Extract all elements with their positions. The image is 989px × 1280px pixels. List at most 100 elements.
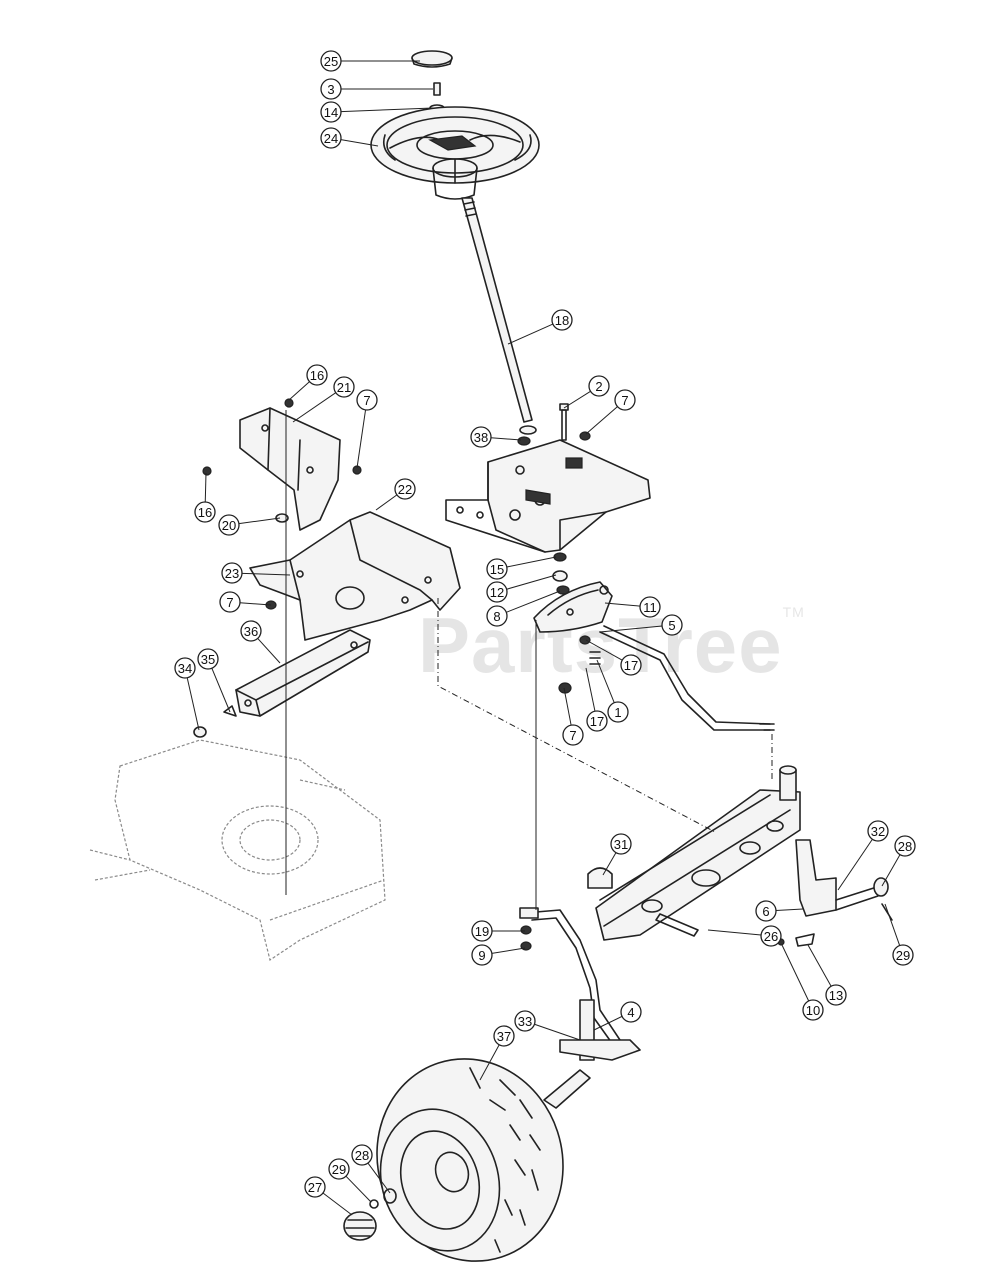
callout-number: 1 bbox=[614, 705, 621, 720]
leader-line-7 bbox=[239, 602, 272, 606]
callout-number: 7 bbox=[226, 595, 233, 610]
front-tire bbox=[376, 1058, 564, 1262]
callout-number: 7 bbox=[621, 393, 628, 408]
watermark-tm: TM bbox=[782, 604, 805, 620]
callout-14: 14 bbox=[320, 101, 342, 123]
callout-number: 18 bbox=[555, 313, 569, 328]
callout-circle bbox=[356, 389, 378, 411]
callout-circle bbox=[486, 558, 508, 580]
callout-29: 29 bbox=[328, 1158, 350, 1180]
callout-circle bbox=[221, 562, 243, 584]
callout-number: 4 bbox=[627, 1005, 634, 1020]
transmission-housing bbox=[89, 739, 386, 961]
callout-9: 9 bbox=[471, 944, 493, 966]
callout-18: 18 bbox=[551, 309, 573, 331]
callout-number: 17 bbox=[624, 658, 638, 673]
front-axle bbox=[595, 765, 801, 941]
callout-number: 34 bbox=[178, 661, 192, 676]
callout-22: 22 bbox=[394, 478, 416, 500]
leader-line-16 bbox=[204, 472, 207, 503]
leader-line-16 bbox=[288, 381, 310, 401]
steering-cap bbox=[411, 50, 453, 68]
callout-35: 35 bbox=[197, 648, 219, 670]
callout-number: 22 bbox=[398, 482, 412, 497]
callout-7: 7 bbox=[614, 389, 636, 411]
leader-line-28 bbox=[881, 854, 901, 887]
callout-leaders bbox=[186, 60, 901, 1216]
callout-7: 7 bbox=[356, 389, 378, 411]
callout-circle bbox=[493, 1025, 515, 1047]
callout-number: 17 bbox=[590, 714, 604, 729]
callout-number: 26 bbox=[764, 929, 778, 944]
leader-line-7 bbox=[563, 687, 572, 726]
callout-27: 27 bbox=[304, 1176, 326, 1198]
leader-line-32 bbox=[837, 838, 873, 891]
callout-7: 7 bbox=[219, 591, 241, 613]
callout-number: 9 bbox=[478, 948, 485, 963]
plate-bolt bbox=[517, 403, 591, 446]
leader-line-24 bbox=[340, 139, 379, 147]
callout-number: 36 bbox=[244, 624, 258, 639]
callout-number: 21 bbox=[337, 380, 351, 395]
callout-number: 8 bbox=[493, 609, 500, 624]
callout-circle bbox=[351, 1144, 373, 1166]
callout-circle bbox=[610, 833, 632, 855]
leader-line-36 bbox=[257, 638, 281, 664]
callout-number: 35 bbox=[201, 652, 215, 667]
axle-cap bbox=[587, 867, 699, 937]
callout-circle bbox=[661, 614, 683, 636]
callout-26: 26 bbox=[760, 925, 782, 947]
callout-circle bbox=[867, 820, 889, 842]
callout-8: 8 bbox=[486, 605, 508, 627]
callout-circle bbox=[486, 581, 508, 603]
leader-line-10 bbox=[781, 944, 810, 1002]
callout-15: 15 bbox=[486, 558, 508, 580]
callout-23: 23 bbox=[221, 562, 243, 584]
callout-circle bbox=[306, 364, 328, 386]
leader-line-4 bbox=[593, 1015, 623, 1031]
callout-number: 31 bbox=[614, 837, 628, 852]
callout-19: 19 bbox=[471, 920, 493, 942]
callout-6: 6 bbox=[755, 900, 777, 922]
leader-line-6 bbox=[775, 908, 804, 911]
callout-circle bbox=[825, 984, 847, 1006]
callout-circle bbox=[639, 596, 661, 618]
leader-line-12 bbox=[506, 574, 557, 590]
leader-line-18 bbox=[507, 323, 554, 345]
callout-circle bbox=[471, 920, 493, 942]
callout-number: 19 bbox=[475, 924, 489, 939]
callout-2: 2 bbox=[588, 375, 610, 397]
steering-shaft bbox=[461, 197, 537, 435]
callout-number: 12 bbox=[490, 585, 504, 600]
callout-circle bbox=[471, 944, 493, 966]
leader-line-31 bbox=[602, 852, 617, 876]
callout-circle bbox=[218, 514, 240, 536]
callout-7: 7 bbox=[562, 724, 584, 746]
callout-number: 37 bbox=[497, 1029, 511, 1044]
callout-5: 5 bbox=[661, 614, 683, 636]
leader-line-29 bbox=[884, 903, 901, 946]
leader-line-29 bbox=[345, 1175, 372, 1203]
leader-line-37 bbox=[479, 1044, 500, 1081]
callout-number: 28 bbox=[898, 839, 912, 854]
callout-circle bbox=[620, 654, 642, 676]
leader-line-20 bbox=[238, 517, 281, 525]
callout-circle bbox=[620, 1001, 642, 1023]
leader-line-22 bbox=[375, 494, 398, 511]
leader-line-8 bbox=[506, 590, 561, 613]
callout-circle bbox=[320, 127, 342, 149]
callout-circle bbox=[470, 426, 492, 448]
callout-circle bbox=[514, 1010, 536, 1032]
leader-line-35 bbox=[211, 668, 231, 713]
leader-line-17 bbox=[585, 639, 623, 661]
leader-line-11 bbox=[604, 602, 641, 607]
drag-link bbox=[599, 625, 775, 731]
callout-circle bbox=[174, 657, 196, 679]
callout-circle bbox=[892, 944, 914, 966]
hub-cap bbox=[343, 1188, 397, 1241]
callout-circle bbox=[588, 375, 610, 397]
callout-circle bbox=[802, 999, 824, 1021]
callout-24: 24 bbox=[320, 127, 342, 149]
leader-line-26 bbox=[707, 929, 762, 936]
